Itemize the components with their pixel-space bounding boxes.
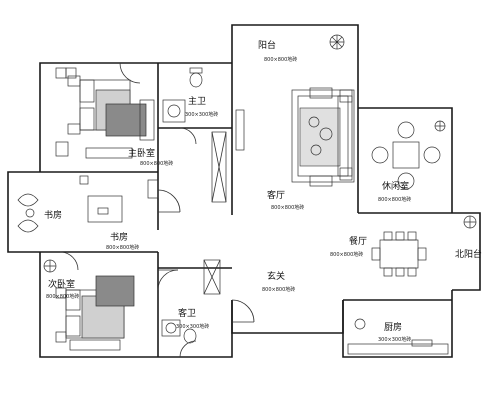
- toilet-icon: [189, 67, 203, 88]
- second-bed: [55, 275, 135, 343]
- room-dim-leisure: 800×800地砖: [378, 196, 411, 203]
- dining-table: [371, 231, 427, 277]
- room-dim-living: 800×800地砖: [271, 204, 304, 211]
- room-name-leisure: 休闲室: [382, 180, 409, 192]
- lounge-chairs: [17, 193, 39, 233]
- furniture: [17, 34, 477, 355]
- master-bed: [67, 75, 147, 137]
- room-dim-study: 800×800地砖: [106, 244, 139, 251]
- room-name-living: 客厅: [267, 189, 285, 201]
- room-name-guest-bath: 客卫: [178, 307, 196, 319]
- room-labels: 阳台 800×800地砖 主卫 300×300地砖 主卧室 800×800地砖 …: [44, 39, 482, 343]
- room-name-kitchen: 厨房: [384, 321, 402, 333]
- room-dim-master-bed: 800×800地砖: [140, 160, 173, 167]
- tea-table: [371, 121, 441, 190]
- doors: [59, 62, 255, 358]
- room-dim-second-bed: 800×800地砖: [46, 293, 79, 300]
- plant-icon: [463, 215, 477, 229]
- room-name-master-bed: 主卧室: [128, 147, 155, 159]
- room-dim-foyer: 800×800地砖: [262, 286, 295, 293]
- room-name-balcony: 阳台: [258, 39, 276, 51]
- room-name-master-bath: 主卫: [188, 95, 206, 107]
- room-dim-guest-bath: 300×300地砖: [176, 323, 209, 330]
- room-dim-dining: 800×800地砖: [330, 251, 363, 258]
- room-name-second-bed: 次卧室: [48, 278, 75, 290]
- room-name-foyer: 玄关: [267, 270, 285, 282]
- room-name-study-nook: 书房: [44, 209, 62, 221]
- plant-icon: [329, 34, 345, 50]
- plant-icon: [43, 259, 57, 273]
- room-name-north-balcony: 北阳台: [455, 248, 482, 260]
- sofa-set: [291, 87, 355, 187]
- room-dim-balcony: 800×800地砖: [264, 56, 297, 63]
- room-dim-kitchen: 300×300地砖: [378, 336, 411, 343]
- room-dim-master-bath: 300×300地砖: [185, 111, 218, 118]
- room-name-dining: 餐厅: [349, 235, 367, 247]
- room-name-study: 书房: [110, 231, 128, 243]
- walls: [7, 24, 481, 358]
- plant-icon: [434, 120, 446, 132]
